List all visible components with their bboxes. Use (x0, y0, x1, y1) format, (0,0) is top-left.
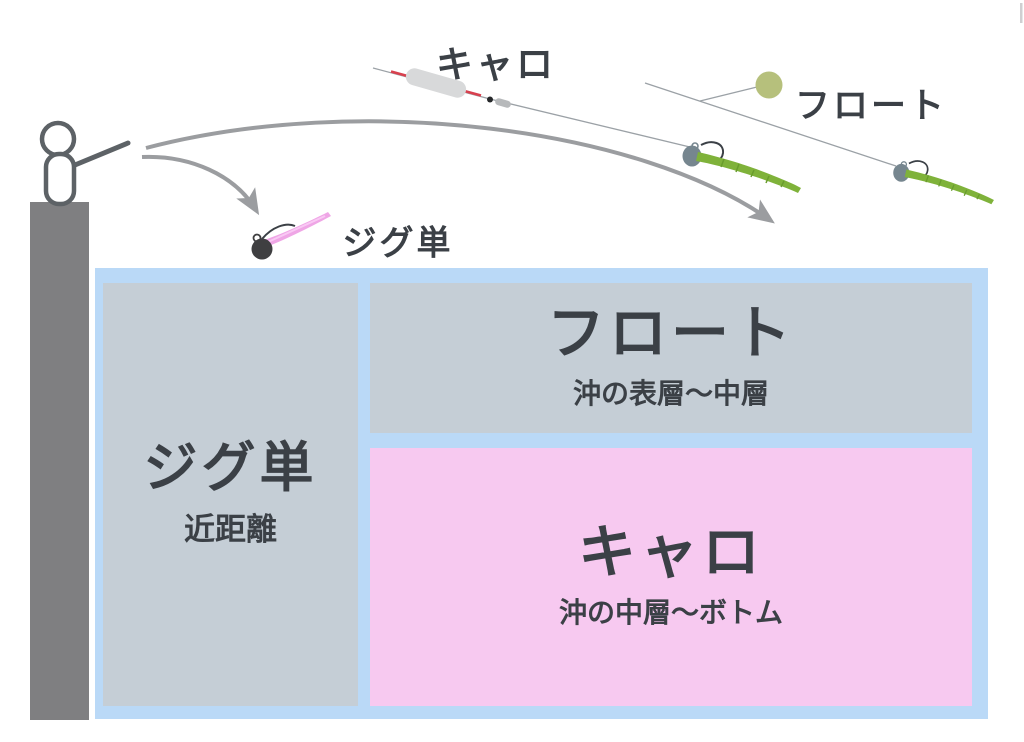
zone-caro-subtitle: 沖の中層～ボトム (558, 597, 783, 629)
zone-float: フロート 沖の表層～中層 (370, 283, 972, 433)
float-ball-icon (755, 71, 783, 99)
zone-jig-title: ジグ単 (143, 437, 318, 498)
green-jighead-worm-icon (892, 160, 995, 206)
label-jig-rig: ジグ単 (342, 224, 454, 263)
zone-caro-title: キャロ (577, 519, 764, 585)
corner-artifact-tick (1020, 3, 1023, 23)
swivel-dot (487, 96, 493, 103)
zone-caro: キャロ 沖の中層～ボトム (370, 448, 972, 706)
cast-trajectory-short-arrow (141, 154, 260, 216)
jighead-icon (251, 238, 273, 260)
zone-jig-subtitle: 近距離 (184, 512, 277, 548)
angler-head (39, 120, 77, 158)
caro-sinker-capsule (405, 68, 467, 98)
float-ball-rig-icon (644, 71, 897, 167)
carolina-rig-sinker-icon (372, 67, 695, 149)
water-area: ジグ単 近距離 フロート 沖の表層～中層 キャロ 沖の中層～ボトム (95, 268, 988, 719)
zone-jig-tan: ジグ単 近距離 (103, 283, 358, 706)
cast-trajectory-long-arrow (145, 119, 775, 224)
pier-pillar (30, 202, 89, 720)
float-branch-line (699, 86, 758, 102)
zone-float-title: フロート (546, 300, 795, 366)
hook-icon (261, 223, 296, 240)
fishing-line (644, 82, 897, 167)
zone-float-subtitle: 沖の表層～中層 (572, 378, 769, 410)
pink-jighead-worm-icon (251, 212, 331, 260)
green-jighead-worm-icon (681, 141, 802, 194)
pink-worm-highlight (267, 215, 326, 243)
swivel-bead (495, 98, 511, 108)
label-float-rig: フロート (794, 86, 948, 126)
angler-body (43, 151, 77, 207)
label-caro-rig: キャロ (436, 44, 556, 85)
angler-figure-icon (39, 120, 131, 207)
